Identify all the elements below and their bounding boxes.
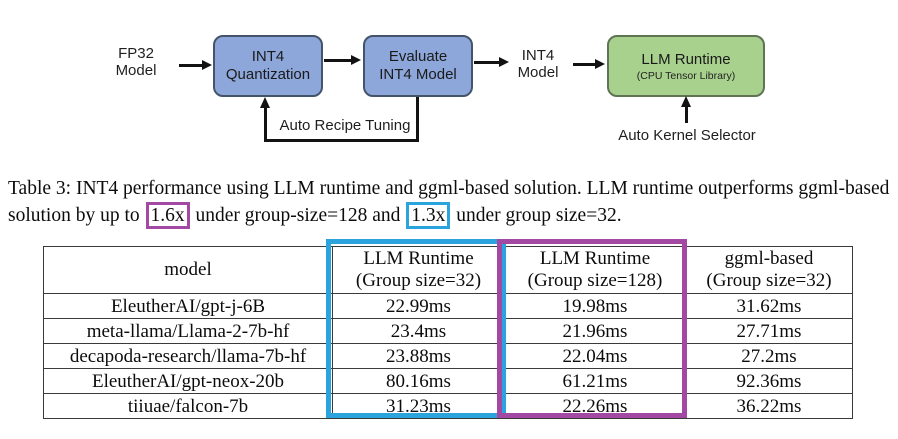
llm-runtime-title: LLM Runtime xyxy=(641,50,731,68)
cell-llm-g32: 22.99ms xyxy=(332,293,505,319)
header-llm-runtime-g128-line1: LLM Runtime xyxy=(539,248,651,269)
auto-recipe-tuning-label: Auto Recipe Tuning xyxy=(279,117,411,134)
cell-ggml: 36.22ms xyxy=(685,393,853,419)
cell-llm-g128: 22.26ms xyxy=(504,393,686,419)
arrow-evaluate-to-int4model-line xyxy=(474,61,500,64)
table-header-row: model LLM Runtime (Group size=32) LLM Ru… xyxy=(43,246,853,294)
header-model: model xyxy=(43,246,333,294)
fp32-model-label: FP32 Model xyxy=(103,45,169,79)
caption-text-3: under group size=32. xyxy=(451,205,622,226)
int4-quantization-box: INT4 Quantization xyxy=(213,35,323,97)
cell-model: EleutherAI/gpt-neox-20b xyxy=(43,368,333,394)
fp32-model-line2: Model xyxy=(115,62,157,79)
cell-ggml: 92.36ms xyxy=(685,368,853,394)
int4-model-line1: INT4 xyxy=(521,47,555,64)
cell-ggml: 31.62ms xyxy=(685,293,853,319)
recipe-loop-arrow-head xyxy=(260,97,270,108)
header-llm-runtime-g32-line2: (Group size=32) xyxy=(355,270,482,291)
table-row: EleutherAI/gpt-j-6B 22.99ms 19.98ms 31.6… xyxy=(43,293,853,319)
header-ggml-based-line1: ggml-based xyxy=(724,248,814,269)
table-row: meta-llama/Llama-2-7b-hf 23.4ms 21.96ms … xyxy=(43,318,853,344)
table-row: decapoda-research/llama-7b-hf 23.88ms 22… xyxy=(43,343,853,369)
table-row: EleutherAI/gpt-neox-20b 80.16ms 61.21ms … xyxy=(43,368,853,394)
table-caption: Table 3: INT4 performance using LLM runt… xyxy=(8,176,892,229)
arrow-evaluate-to-int4model-head xyxy=(499,56,509,67)
cell-model: EleutherAI/gpt-j-6B xyxy=(43,293,333,319)
caption-text-1: Table 3: INT4 performance using LLM runt… xyxy=(8,178,890,226)
cell-model: decapoda-research/llama-7b-hf xyxy=(43,343,333,369)
cell-model: meta-llama/Llama-2-7b-hf xyxy=(43,318,333,344)
header-llm-runtime-g32-line1: LLM Runtime xyxy=(363,248,474,269)
cell-llm-g128: 22.04ms xyxy=(504,343,686,369)
header-ggml-based: ggml-based (Group size=32) xyxy=(685,246,853,294)
caption-highlight-1-6x: 1.6x xyxy=(145,202,190,229)
cell-llm-g128: 19.98ms xyxy=(504,293,686,319)
table-row: tiiuae/falcon-7b 31.23ms 22.26ms 36.22ms xyxy=(43,393,853,419)
header-llm-runtime-g32: LLM Runtime (Group size=32) xyxy=(332,246,505,294)
evaluate-box-line1: Evaluate xyxy=(388,48,448,65)
cell-ggml: 27.71ms xyxy=(685,318,853,344)
kernel-arrow-line xyxy=(685,106,688,123)
header-llm-runtime-g128: LLM Runtime (Group size=128) xyxy=(504,246,686,294)
int4-quantization-line1: INT4 xyxy=(251,48,285,65)
int4-model-label: INT4 Model xyxy=(508,47,568,81)
performance-table-wrapper: model LLM Runtime (Group size=32) LLM Ru… xyxy=(43,246,853,419)
int4-quantization-line2: Quantization xyxy=(225,66,311,83)
cell-llm-g128: 61.21ms xyxy=(504,368,686,394)
caption-highlight-1-3x: 1.3x xyxy=(406,202,451,229)
llm-runtime-box: LLM Runtime (CPU Tensor Library) xyxy=(607,35,765,97)
arrow-quantization-to-evaluate-head xyxy=(351,54,361,65)
header-llm-runtime-g128-line2: (Group size=128) xyxy=(527,270,663,291)
recipe-loop-bottom-line xyxy=(264,139,419,142)
fp32-model-line1: FP32 xyxy=(118,45,154,62)
llm-runtime-subtitle: (CPU Tensor Library) xyxy=(636,69,736,82)
cell-llm-g32: 31.23ms xyxy=(332,393,505,419)
caption-text-2: under group-size=128 and xyxy=(190,205,406,226)
evaluate-int4-model-box: Evaluate INT4 Model xyxy=(363,35,473,97)
auto-kernel-selector-label: Auto Kernel Selector xyxy=(618,127,756,144)
kernel-arrow-head xyxy=(681,96,691,107)
recipe-loop-left-line xyxy=(264,107,267,141)
cell-llm-g32: 80.16ms xyxy=(332,368,505,394)
performance-table: model LLM Runtime (Group size=32) LLM Ru… xyxy=(43,246,853,419)
cell-llm-g32: 23.4ms xyxy=(332,318,505,344)
int4-model-line2: Model xyxy=(517,64,559,81)
evaluate-box-line2: INT4 Model xyxy=(379,66,457,83)
cell-ggml: 27.2ms xyxy=(685,343,853,369)
header-ggml-based-line2: (Group size=32) xyxy=(706,270,832,291)
arrow-int4model-to-runtime-line xyxy=(573,63,596,66)
recipe-loop-right-line xyxy=(416,97,419,141)
arrow-quantization-to-evaluate-line xyxy=(324,59,352,62)
cell-llm-g32: 23.88ms xyxy=(332,343,505,369)
arrow-int4model-to-runtime-head xyxy=(595,58,605,69)
arrow-fp32-to-quantization-line xyxy=(179,64,203,67)
cell-llm-g128: 21.96ms xyxy=(504,318,686,344)
cell-model: tiiuae/falcon-7b xyxy=(43,393,333,419)
arrow-fp32-to-quantization-head xyxy=(202,59,212,70)
